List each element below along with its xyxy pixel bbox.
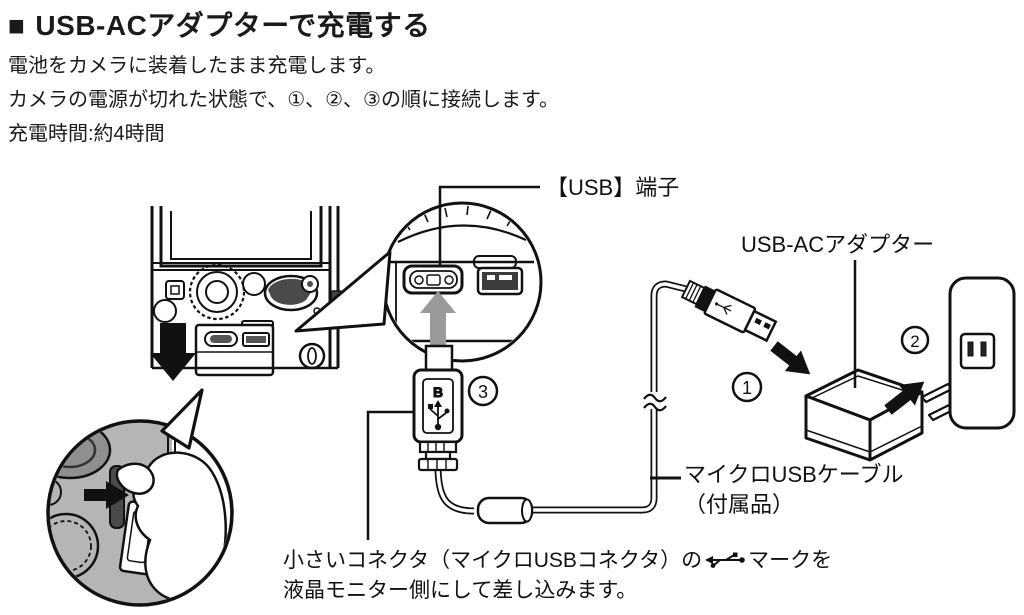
- usb-symbol-icon: [705, 552, 745, 568]
- label-usb-terminal: 【USB】端子: [546, 175, 680, 200]
- label-micro-usb-cable-name: マイクロUSBケーブル: [684, 462, 904, 487]
- camera-hdmi-port: [242, 332, 270, 347]
- camera-top-dial-edge: [397, 224, 527, 243]
- step-1-badge: 1: [731, 371, 763, 403]
- step-1-number: 1: [742, 378, 752, 398]
- fingertip: [115, 462, 155, 495]
- usb-ac-adapter-illustration: [804, 368, 961, 462]
- insert-direction-arrow-icon: [420, 291, 456, 347]
- usb-terminal-port: [402, 264, 464, 295]
- closeup-circle: [46, 388, 234, 607]
- step-3-number: 3: [478, 382, 488, 402]
- plug-arrow-1-icon: [770, 341, 811, 375]
- outlet-socket: [959, 332, 996, 370]
- note-line-2: 液晶モニター側にして差し込みます。: [283, 579, 638, 602]
- charging-diagram: B 1: [46, 185, 1016, 607]
- micro-usb-connector: B: [412, 344, 464, 472]
- label-micro-usb-cable-note: （付属品）: [684, 492, 795, 517]
- cable-break-symbol: [643, 393, 667, 412]
- note-line-1-post: マークを: [748, 549, 833, 572]
- camera-button: [242, 272, 266, 296]
- connector-orientation-note: 小さいコネクタ（マイクロUSBコネクタ）の マークを 液晶モニター側にして差し込み…: [283, 546, 832, 606]
- usb-a-connector: [680, 279, 778, 343]
- heading-bullet-icon: ■: [8, 10, 26, 41]
- usb-terminal-leader-line: [438, 185, 540, 266]
- magnifier-circle: [294, 201, 543, 363]
- step-3-badge: 3: [467, 375, 499, 407]
- step-2-badge: 2: [900, 325, 930, 355]
- note-line-1: 小さいコネクタ（マイクロUSBコネクタ）の マークを: [283, 546, 832, 576]
- plug-arrow-2-icon: [884, 381, 925, 415]
- step-2-number: 2: [910, 332, 919, 351]
- intro-line-2: カメラの電源が切れた状態で、①、②、③の順に接続します。: [8, 89, 559, 111]
- open-cover-arrow-icon: [150, 323, 196, 381]
- slide-cover-arrow-icon: [84, 481, 129, 509]
- camera-lcd-frame: [159, 206, 323, 268]
- camera-back-illustration: [150, 206, 343, 377]
- connector-note-leader-line: [366, 410, 414, 540]
- heading-text: USB-ACアダプターで充電する: [35, 10, 431, 41]
- camera-lcd-screen: [170, 211, 312, 260]
- camera-button: [153, 299, 177, 323]
- micro-usb-cable-line: [434, 280, 691, 525]
- closeup-callout-wedge: [160, 388, 204, 450]
- usb-trident-mark: [714, 302, 732, 315]
- page-title: ■ USB-ACアダプターで充電する: [8, 4, 431, 44]
- note-line-1-pre: 小さいコネクタ（マイクロUSBコネクタ）の: [283, 549, 703, 572]
- camera-micro-usb-port: [204, 331, 238, 347]
- camera-button: [165, 280, 185, 300]
- intro-line-1: 電池をカメラに装着したまま充電します。: [8, 55, 386, 77]
- label-micro-usb-cable: マイクロUSBケーブル （付属品）: [684, 460, 903, 520]
- hdmi-terminal-port: [476, 266, 524, 296]
- usb-trident-mark: [428, 400, 450, 431]
- camera-tripod-mount: [298, 342, 326, 370]
- camera-switch: [263, 274, 319, 312]
- intro-line-3: 充電時間:約4時間: [8, 123, 165, 145]
- adapter-prong: [920, 382, 954, 404]
- wall-outlet-illustration: [948, 276, 1016, 430]
- label-usb-ac-adapter: USB-ACアダプター: [741, 232, 935, 257]
- camera-control-dial: [188, 263, 246, 321]
- intro-paragraph: 電池をカメラに装着したまま充電します。 カメラの電源が切れた状態で、①、②、③の…: [8, 49, 559, 151]
- connector-b-marking: B: [433, 384, 443, 400]
- magnifier-callout-wedge: [294, 250, 392, 333]
